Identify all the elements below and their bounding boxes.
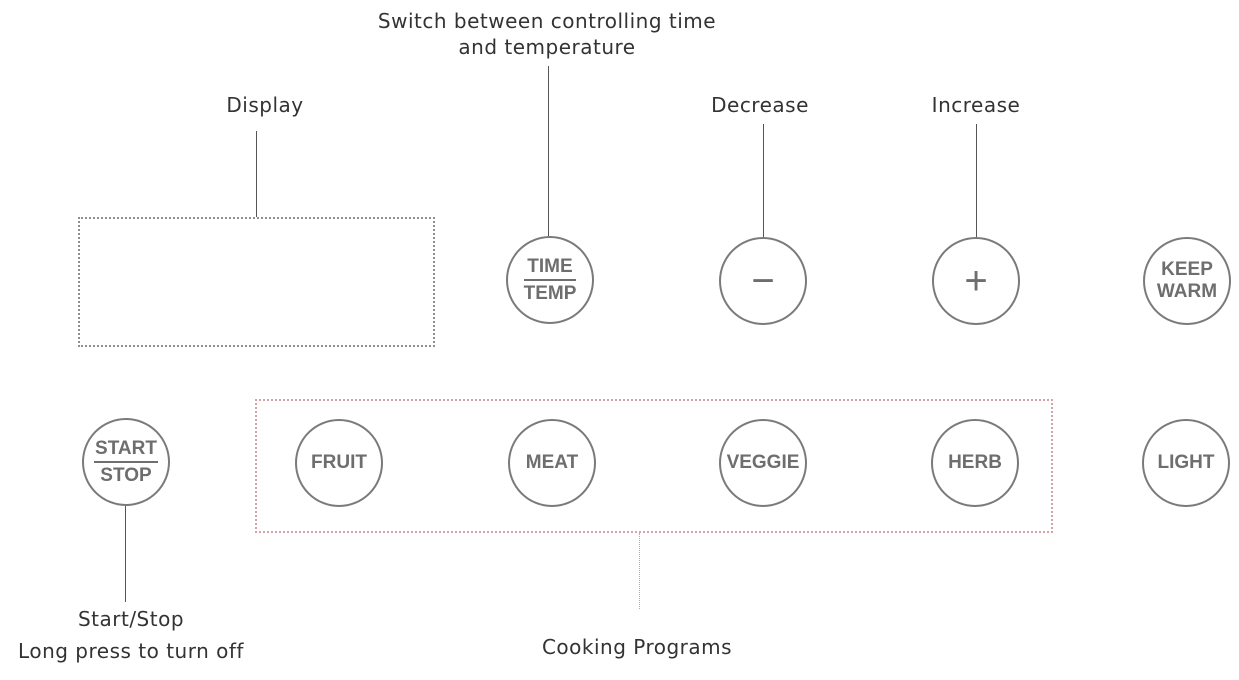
cooking-programs-leader-line: [639, 533, 640, 609]
time-temp-button[interactable]: TIME TEMP: [506, 236, 594, 324]
fruit-button[interactable]: FRUIT: [295, 419, 383, 507]
decrease-label: Decrease: [711, 93, 809, 117]
start-stop-label: Start/Stop Long press to turn off: [18, 603, 244, 667]
switch-mode-label-line1: Switch between controlling time: [377, 9, 717, 33]
time-temp-leader-line: [548, 66, 549, 236]
start-stop-button-top: START: [94, 438, 158, 463]
decrease-leader-line: [763, 124, 764, 237]
herb-button[interactable]: HERB: [931, 419, 1019, 507]
display-label: Display: [226, 93, 304, 117]
minus-icon: −: [751, 259, 775, 303]
increase-leader-line: [976, 124, 977, 237]
veggie-button[interactable]: VEGGIE: [719, 419, 807, 507]
increase-button[interactable]: +: [932, 237, 1020, 325]
start-stop-button[interactable]: START STOP: [82, 418, 170, 506]
switch-mode-label-line2: and temperature: [458, 35, 636, 59]
time-temp-button-top: TIME: [523, 256, 577, 281]
meat-button[interactable]: MEAT: [508, 419, 596, 507]
increase-label: Increase: [931, 93, 1021, 117]
decrease-button[interactable]: −: [719, 237, 807, 325]
start-stop-button-bottom: STOP: [100, 464, 152, 486]
keep-warm-line1: KEEP: [1161, 259, 1213, 281]
plus-icon: +: [964, 259, 988, 303]
cooking-programs-label: Cooking Programs: [541, 635, 733, 659]
light-button[interactable]: LIGHT: [1142, 419, 1230, 507]
keep-warm-button[interactable]: KEEP WARM: [1143, 237, 1231, 325]
start-stop-label-line2: Long press to turn off: [18, 639, 244, 663]
cooking-programs-group: [255, 399, 1053, 533]
start-stop-leader-line: [125, 506, 126, 602]
time-temp-button-bottom: TEMP: [523, 282, 577, 304]
display-leader-line: [256, 131, 257, 217]
start-stop-label-line1: Start/Stop: [77, 607, 185, 631]
keep-warm-line2: WARM: [1156, 281, 1218, 302]
display-area: [78, 217, 435, 347]
switch-mode-label: Switch between controlling time and temp…: [378, 8, 716, 60]
